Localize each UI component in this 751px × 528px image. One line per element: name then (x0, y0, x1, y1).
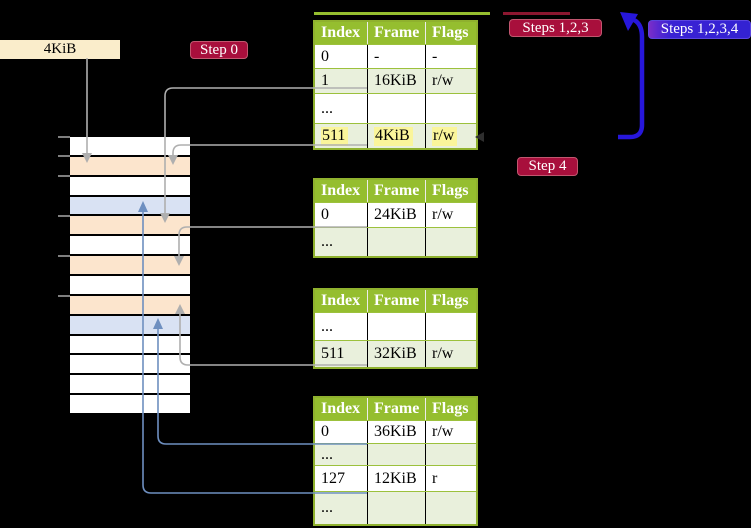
memory-frame-5 (70, 236, 190, 255)
page-table-3: Index Frame Flags ... 511 32KiB r/w (313, 288, 478, 369)
table1-top-line (314, 12, 490, 15)
cell-frame: 12KiB (367, 466, 425, 491)
col-header-frame: Frame (367, 180, 425, 202)
cell-index: 511 (321, 345, 345, 362)
memory-frame-3 (70, 196, 190, 215)
cell-frame: 36KiB (367, 421, 425, 443)
address-tick (58, 175, 70, 177)
steps123-badge: Steps 1,2,3 (509, 19, 602, 37)
memory-frame-12 (70, 375, 190, 394)
physical-memory-stack (70, 137, 190, 414)
memory-frame-11 (70, 355, 190, 374)
address-tick (58, 255, 70, 257)
col-header-index: Index (321, 182, 361, 199)
cell-flags: - (425, 45, 476, 68)
col-header-flags: Flags (425, 22, 476, 44)
table-row: 0 36KiB r/w (315, 420, 476, 443)
cell-frame: - (367, 45, 425, 68)
table-row: ... (315, 443, 476, 465)
memory-frame-9 (70, 315, 190, 334)
frame-address-label: 4KiB (0, 40, 120, 59)
cell-frame: 16KiB (367, 69, 425, 93)
cell-index: 0 (321, 47, 329, 65)
cell-index: ... (321, 445, 333, 463)
cell-flags: r/w (425, 203, 476, 227)
cell-frame: 24KiB (367, 203, 425, 227)
cell-index: 0 (321, 423, 329, 440)
table-row: 0 - - (315, 44, 476, 68)
cell-frame (367, 94, 425, 123)
cell-flags (425, 444, 476, 465)
table-header: Index Frame Flags (315, 180, 476, 202)
memory-frame-0 (70, 137, 190, 155)
cell-frame (367, 313, 425, 340)
cell-index: ... (321, 317, 333, 335)
recursive-loop-arrow (618, 12, 645, 140)
memory-frame-1 (70, 156, 190, 175)
table-row-recursive-entry: 511 4KiB r/w (315, 123, 476, 148)
memory-frame-6 (70, 256, 190, 275)
cell-index: 0 (321, 206, 329, 223)
cell-frame: 32KiB (367, 341, 425, 367)
memory-frame-7 (70, 276, 190, 294)
table-row: ... (315, 312, 476, 340)
memory-frame-10 (70, 335, 190, 354)
red-top-line (503, 12, 570, 15)
cell-flags (425, 94, 476, 123)
step0-badge: Step 0 (190, 41, 248, 59)
cell-flags: r/w (425, 341, 476, 367)
memory-frame-13 (70, 395, 190, 414)
cell-index: 1 (321, 72, 329, 89)
cell-flags (425, 313, 476, 340)
table-row: ... (315, 227, 476, 256)
page-table-2: Index Frame Flags 0 24KiB r/w ... (313, 178, 478, 258)
table-header: Index Frame Flags (315, 398, 476, 420)
col-header-flags: Flags (425, 180, 476, 202)
cell-flags: r/w (425, 69, 476, 93)
memory-frame-4 (70, 216, 190, 235)
memory-frame-2 (70, 176, 190, 195)
table-row: ... (315, 93, 476, 123)
cell-flags: r (425, 466, 476, 491)
cell-flags: r/w (425, 421, 476, 443)
cell-frame (367, 444, 425, 465)
address-tick (58, 136, 70, 138)
cell-frame (367, 228, 425, 256)
address-tick (58, 155, 70, 157)
cell-frame (367, 492, 425, 524)
col-header-frame: Frame (367, 22, 425, 44)
address-tick (58, 215, 70, 217)
steps1234-badge: Steps 1,2,3,4 (648, 20, 751, 39)
col-header-index: Index (321, 292, 361, 309)
cell-flags-highlighted: r/w (432, 126, 458, 146)
col-header-index: Index (321, 24, 361, 41)
cell-flags (425, 228, 476, 256)
cell-index-highlighted: 511 (321, 126, 349, 146)
page-table-1: Index Frame Flags 0 - - 1 16KiB r/w ... … (313, 20, 478, 150)
table-row: 127 12KiB r (315, 465, 476, 491)
col-header-flags: Flags (425, 398, 476, 420)
col-header-index: Index (321, 400, 361, 417)
memory-frame-8 (70, 295, 190, 314)
table-header: Index Frame Flags (315, 290, 476, 312)
col-header-frame: Frame (367, 290, 425, 312)
table-row: 511 32KiB r/w (315, 340, 476, 367)
col-header-frame: Frame (367, 398, 425, 420)
table-row: 0 24KiB r/w (315, 202, 476, 227)
step4-badge: Step 4 (517, 157, 578, 176)
table-row: ... (315, 491, 476, 524)
col-header-flags: Flags (425, 290, 476, 312)
cell-frame-highlighted: 4KiB (374, 126, 413, 146)
table-row: 1 16KiB r/w (315, 68, 476, 93)
address-tick (58, 295, 70, 297)
table-header: Index Frame Flags (315, 22, 476, 44)
cell-index: ... (321, 499, 333, 516)
cell-index: 127 (321, 469, 345, 487)
cell-index: ... (321, 233, 333, 250)
page-table-4: Index Frame Flags 0 36KiB r/w ... 127 12… (313, 396, 478, 526)
cell-flags (425, 492, 476, 524)
cell-index: ... (321, 99, 333, 117)
